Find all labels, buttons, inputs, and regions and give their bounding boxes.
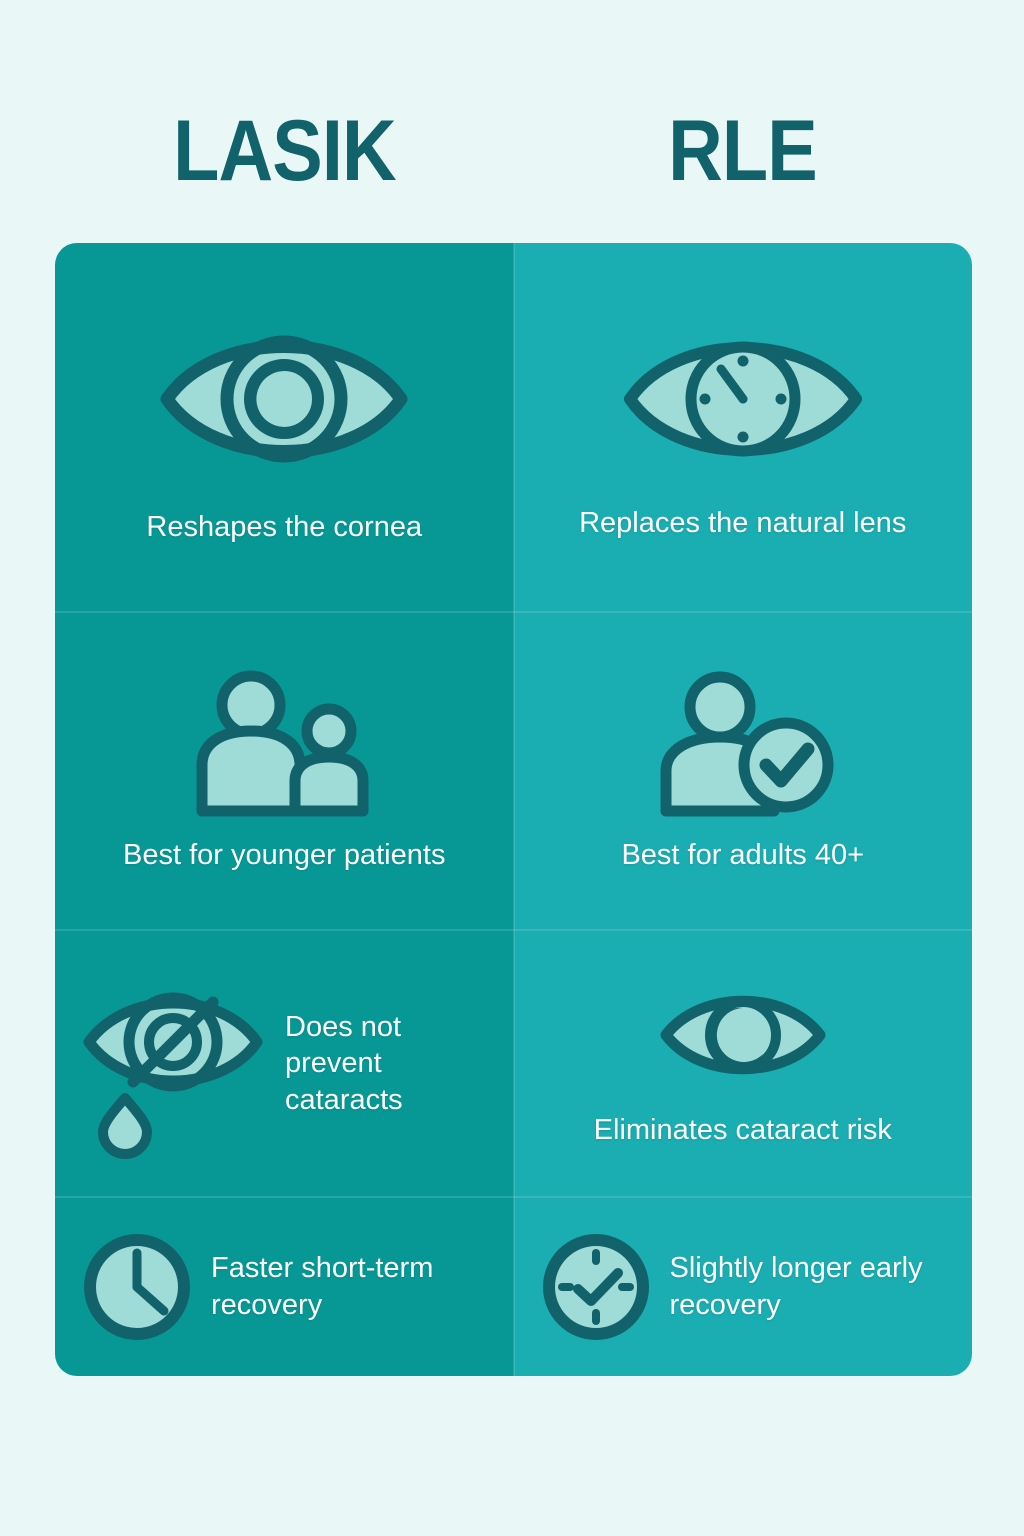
heading-lasik: LASIK	[172, 103, 397, 199]
column-lasik: Reshapes the cornea Best for younger pat…	[55, 243, 514, 1376]
column-headings: LASIK RLE	[55, 96, 972, 206]
label-rle-row4: Slightly longer early recovery	[669, 1252, 923, 1321]
cell-rle-replaces-lens[interactable]: Replaces the natural lens	[514, 243, 973, 611]
cell-rle-adults-40-plus[interactable]: Best for adults 40+	[513, 611, 972, 929]
cell-lasik-no-cataract-prevention[interactable]: Does not prevent cataracts	[55, 929, 514, 1196]
heading-cell-rle: RLE	[514, 96, 973, 206]
cell-rle-longer-recovery[interactable]: Slightly longer early recovery	[513, 1196, 972, 1376]
eye-crossed-tear-icon	[81, 980, 267, 1159]
cell-lasik-younger-patients[interactable]: Best for younger patients	[55, 611, 514, 929]
label-lasik-row2: Best for younger patients	[123, 838, 446, 871]
label-rle-row1: Replaces the natural lens	[579, 506, 907, 539]
comparison-panel: Reshapes the cornea Best for younger pat…	[55, 243, 972, 1376]
label-rle-row3: Eliminates cataract risk	[593, 1114, 892, 1147]
column-rle: Replaces the natural lens Best for adult…	[513, 243, 973, 1376]
label-lasik-row3: Does not prevent cataracts	[285, 1010, 403, 1116]
two-people-icon	[189, 669, 379, 817]
label-lasik-row1: Reshapes the cornea	[146, 510, 423, 543]
clock-check-icon	[540, 1231, 652, 1343]
label-rle-row2: Best for adults 40+	[621, 838, 865, 871]
heading-cell-lasik: LASIK	[55, 96, 514, 206]
label-lasik-row4: Faster short-term recovery	[211, 1252, 434, 1321]
heading-rle: RLE	[668, 103, 818, 199]
cell-lasik-reshapes-cornea[interactable]: Reshapes the cornea	[55, 243, 514, 611]
person-check-icon	[648, 669, 838, 817]
cell-lasik-faster-recovery[interactable]: Faster short-term recovery	[55, 1196, 514, 1376]
cell-rle-eliminates-cataract[interactable]: Eliminates cataract risk	[513, 929, 972, 1196]
eye-iris-icon	[155, 309, 413, 489]
eye-crescent-icon	[658, 978, 828, 1092]
eye-lens-clock-icon	[620, 313, 866, 485]
clock-icon	[81, 1231, 193, 1343]
